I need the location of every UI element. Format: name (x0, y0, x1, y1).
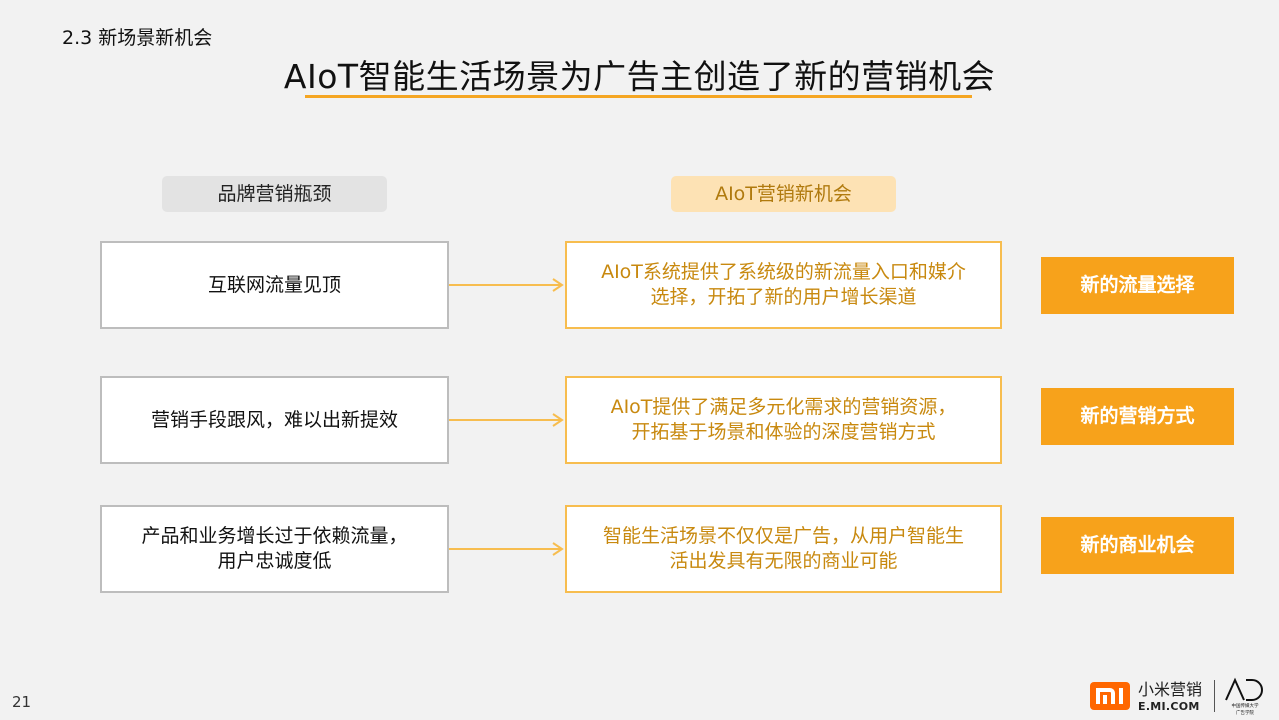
section-label: 2.3 新场景新机会 (62, 27, 213, 49)
bottleneck-text-line: 用户忠诚度低 (217, 550, 332, 572)
svg-text:中国传媒大学: 中国传媒大学 (1232, 702, 1259, 709)
bottleneck-text-line: 产品和业务增长过于依赖流量， (141, 525, 408, 547)
opportunity-box: 智能生活场景不仅仅是广告，从用户智能生 活出发具有无限的商业可能 (565, 505, 1002, 593)
ad-logo-icon: 中国传媒大学 广告学院 (1225, 677, 1263, 716)
opportunity-box: AIoT系统提供了系统级的新流量入口和媒介 选择，开拓了新的用户增长渠道 (565, 241, 1002, 329)
arrow-right-icon (449, 413, 564, 427)
brand-name: 小米营销 (1138, 680, 1203, 699)
bottleneck-text: 营销手段跟风，难以出新提效 (150, 408, 398, 431)
opportunity-text-line: 活出发具有无限的商业可能 (669, 550, 898, 572)
opportunity-box: AIoT提供了满足多元化需求的营销资源， 开拓基于场景和体验的深度营销方式 (565, 376, 1002, 464)
logo-divider (1214, 680, 1215, 712)
tag-new-business: 新的商业机会 (1041, 517, 1234, 574)
brand-url: E.MI.COM (1138, 700, 1200, 713)
title-underline (305, 95, 972, 98)
bottleneck-box: 产品和业务增长过于依赖流量， 用户忠诚度低 (100, 505, 449, 593)
page-number: 21 (12, 693, 32, 711)
bottleneck-box: 营销手段跟风，难以出新提效 (100, 376, 449, 464)
bottleneck-text: 互联网流量见顶 (207, 273, 341, 296)
header-bottleneck: 品牌营销瓶颈 (162, 176, 387, 212)
tag-new-marketing: 新的营销方式 (1041, 388, 1234, 445)
arrow-right-icon (449, 278, 564, 292)
header-opportunity: AIoT营销新机会 (671, 176, 896, 212)
opportunity-text-line: 智能生活场景不仅仅是广告，从用户智能生 (602, 525, 964, 547)
opportunity-text-line: AIoT系统提供了系统级的新流量入口和媒介 (601, 261, 966, 283)
page-title: AIoT智能生活场景为广告主创造了新的营销机会 (283, 57, 996, 96)
opportunity-text-line: 选择，开拓了新的用户增长渠道 (650, 286, 917, 308)
tag-new-traffic: 新的流量选择 (1041, 257, 1234, 314)
svg-text:广告学院: 广告学院 (1236, 709, 1254, 716)
bottleneck-box: 互联网流量见顶 (100, 241, 449, 329)
opportunity-text-line: 开拓基于场景和体验的深度营销方式 (631, 421, 936, 443)
opportunity-text-line: AIoT提供了满足多元化需求的营销资源， (610, 396, 957, 418)
mi-logo-icon (1090, 682, 1130, 710)
arrow-right-icon (449, 542, 564, 556)
